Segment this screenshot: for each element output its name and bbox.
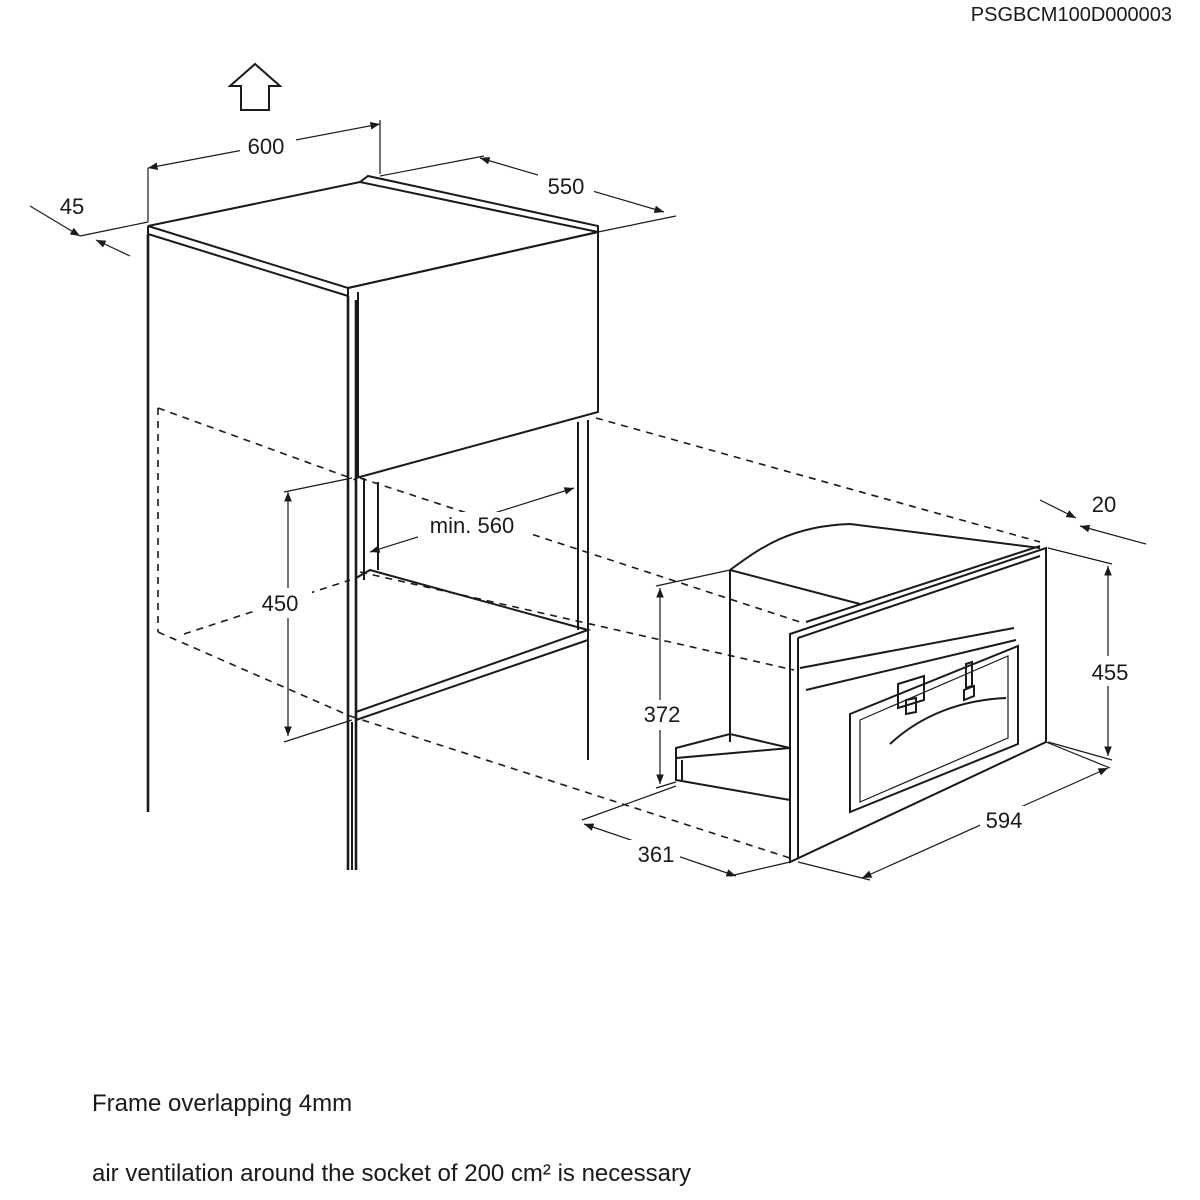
document-code: PSGBCM100D000003: [970, 4, 1172, 26]
dim-cabinet-width: 600: [248, 134, 285, 159]
cabinet: [146, 174, 599, 870]
dim-frame-depth: 20: [1092, 492, 1116, 517]
dim-appliance-height: 455: [1092, 660, 1129, 685]
dim-body-height: 372: [644, 702, 681, 727]
dim-niche-height: 450: [262, 591, 299, 616]
coffee-machine: [675, 522, 1047, 864]
dim-appliance-width: 594: [986, 808, 1023, 833]
dim-cabinet-depth: 550: [548, 174, 585, 199]
dim-niche-depth: min. 560: [430, 513, 514, 538]
dim-rear-gap: 45: [60, 194, 84, 219]
dim-body-depth: 361: [638, 842, 675, 867]
note-frame-overlap: Frame overlapping 4mm: [92, 1090, 353, 1117]
up-arrow-icon: [227, 62, 283, 111]
dimension-labels: 600 550 45 450 min. 560 20 455 594 372 3…: [60, 130, 1136, 868]
note-ventilation: air ventilation around the socket of 200…: [92, 1160, 691, 1187]
niche-outline: [157, 407, 1041, 861]
